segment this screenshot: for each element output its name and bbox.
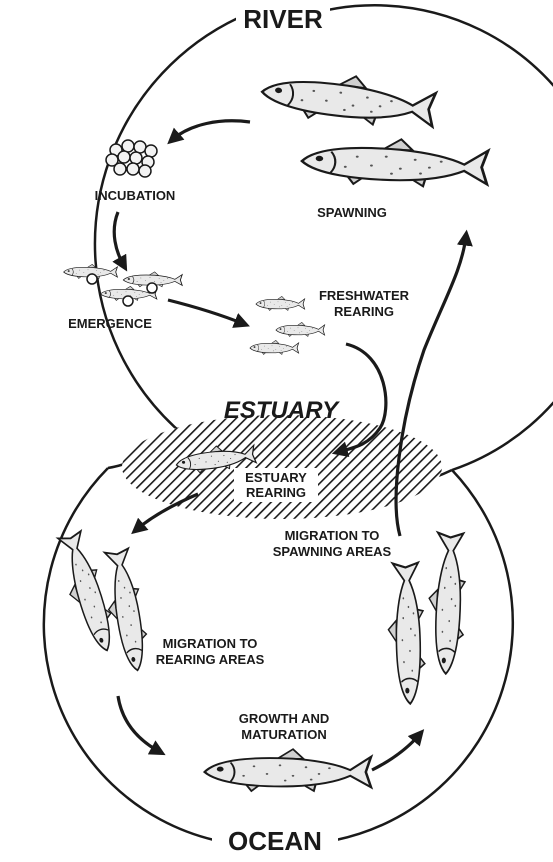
parr-fish-2 xyxy=(276,322,325,336)
returning-fish-1 xyxy=(386,562,426,704)
label-estuary-rearing-line2: REARING xyxy=(246,485,306,500)
habitat-label-ocean: OCEAN xyxy=(228,826,322,856)
alevin-yolk-3 xyxy=(123,296,133,306)
habitat-label-estuary: ESTUARY xyxy=(224,397,340,424)
spawning-fish-upper xyxy=(260,67,437,131)
parr-fish-1 xyxy=(256,296,305,310)
label-migration-rearing-line2: REARING AREAS xyxy=(156,652,265,667)
arrow-growth-to-return xyxy=(372,734,420,770)
estuary-zone xyxy=(122,415,442,519)
label-migration-rearing-line1: MIGRATION TO xyxy=(163,636,258,651)
label-growth-line2: MATURATION xyxy=(241,727,326,742)
migrating-fish-left-1 xyxy=(52,530,121,656)
parr-fish-3 xyxy=(250,340,299,354)
arrow-incubation-to-emergence xyxy=(114,212,124,266)
label-estuary-rearing-line1: ESTUARY xyxy=(245,470,307,485)
label-emergence: EMERGENCE xyxy=(68,316,152,331)
label-incubation: INCUBATION xyxy=(95,188,176,203)
egg-cluster xyxy=(106,140,157,177)
ocean-adult-fish xyxy=(205,749,371,791)
label-growth-line1: GROWTH AND xyxy=(239,711,330,726)
label-freshwater-rearing-line2: REARING xyxy=(334,304,394,319)
label-migration-spawning-line1: MIGRATION TO xyxy=(285,528,380,543)
spawning-fish-lower xyxy=(301,136,488,189)
arrow-spawning-to-incubation xyxy=(172,121,250,140)
returning-fish-2 xyxy=(427,532,467,674)
arrow-ocean-to-growth xyxy=(118,696,160,752)
label-freshwater-rearing-line1: FRESHWATER xyxy=(319,288,410,303)
habitat-label-river: RIVER xyxy=(243,4,323,34)
alevin-yolk-2 xyxy=(147,283,157,293)
alevin-yolk-1 xyxy=(87,274,97,284)
label-spawning: SPAWNING xyxy=(317,205,387,220)
arrow-emergence-to-freshwater xyxy=(168,300,244,324)
label-migration-spawning-line2: SPAWNING AREAS xyxy=(273,544,392,559)
